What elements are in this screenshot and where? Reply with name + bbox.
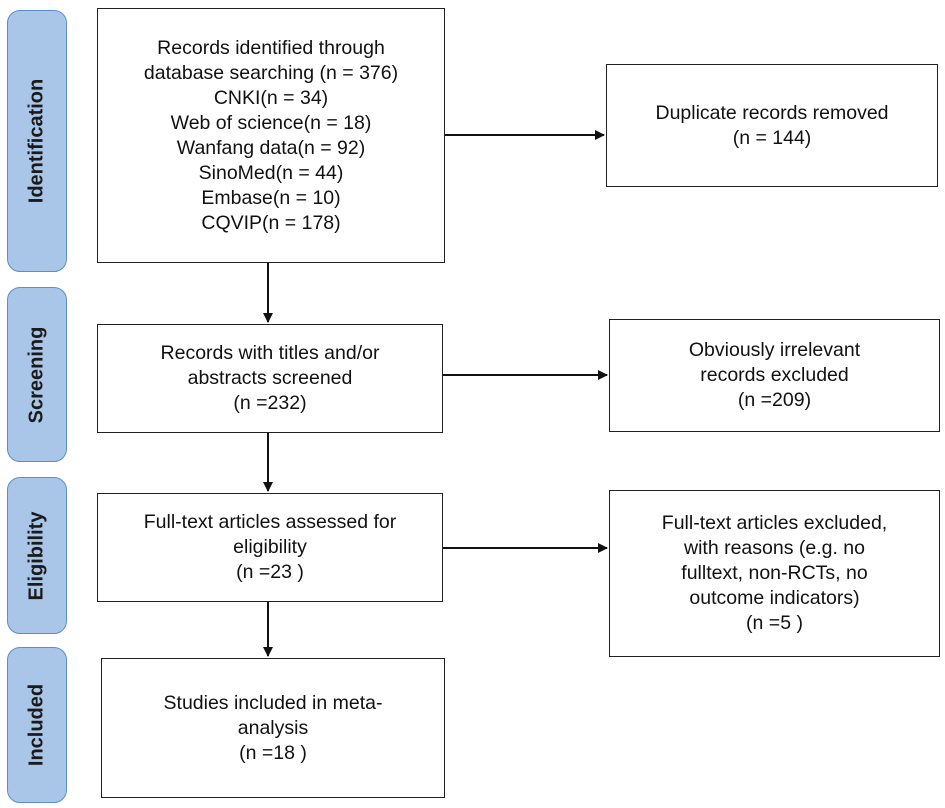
box-line: Records with titles and/or — [160, 342, 380, 364]
box-line: (n =232) — [233, 392, 307, 414]
box-line: database searching (n = 376) — [143, 61, 399, 84]
phase-identification: Identification — [7, 10, 67, 272]
box-line: with reasons (e.g. no — [683, 537, 865, 559]
box-line: fulltext, non-RCTs, no — [681, 562, 868, 584]
box-line: abstracts screened — [187, 367, 353, 389]
box-line: outcome indicators) — [689, 587, 860, 609]
box-line: Web of science(n = 18) — [170, 111, 372, 134]
box-line: Full-text articles excluded, — [661, 512, 888, 534]
box-line: (n = 144) — [732, 126, 812, 149]
box-line: (n =23 ) — [236, 561, 304, 583]
box-line: eligibility — [233, 536, 307, 558]
eligibility-records-box: Full-text articles assessed for eligibil… — [97, 493, 443, 602]
box-line: Obviously irrelevant — [688, 339, 861, 361]
included-records-box: Studies included in meta- analysis (n =1… — [101, 658, 445, 798]
box-line: Duplicate records removed — [655, 101, 889, 124]
box-line: Studies included in meta- — [163, 691, 383, 714]
fulltext-excluded-box: Full-text articles excluded, with reason… — [609, 490, 940, 657]
box-line: CQVIP(n = 178) — [201, 211, 341, 234]
phase-screening: Screening — [7, 287, 67, 462]
irrelevant-excluded-box: Obviously irrelevant records excluded (n… — [609, 319, 940, 432]
phase-eligibility: Eligibility — [7, 477, 67, 634]
box-line: Wanfang data(n = 92) — [176, 136, 366, 159]
box-line: Full-text articles assessed for — [143, 511, 397, 533]
identification-records-box: Records identified through database sear… — [97, 8, 445, 263]
box-line: SinoMed(n = 44) — [198, 161, 344, 184]
box-line: Embase(n = 10) — [201, 186, 341, 209]
box-line: records excluded — [700, 364, 849, 386]
box-line: analysis — [237, 716, 309, 739]
box-line: CNKI(n = 34) — [213, 86, 329, 109]
screening-records-box: Records with titles and/or abstracts scr… — [97, 324, 443, 433]
phase-included: Included — [7, 647, 67, 803]
box-line: Records identified through — [157, 36, 385, 59]
duplicates-removed-box: Duplicate records removed (n = 144) — [606, 64, 938, 187]
box-line: (n =5 ) — [746, 612, 803, 634]
box-line: (n =209) — [737, 389, 812, 411]
box-line: (n =18 ) — [239, 741, 307, 764]
